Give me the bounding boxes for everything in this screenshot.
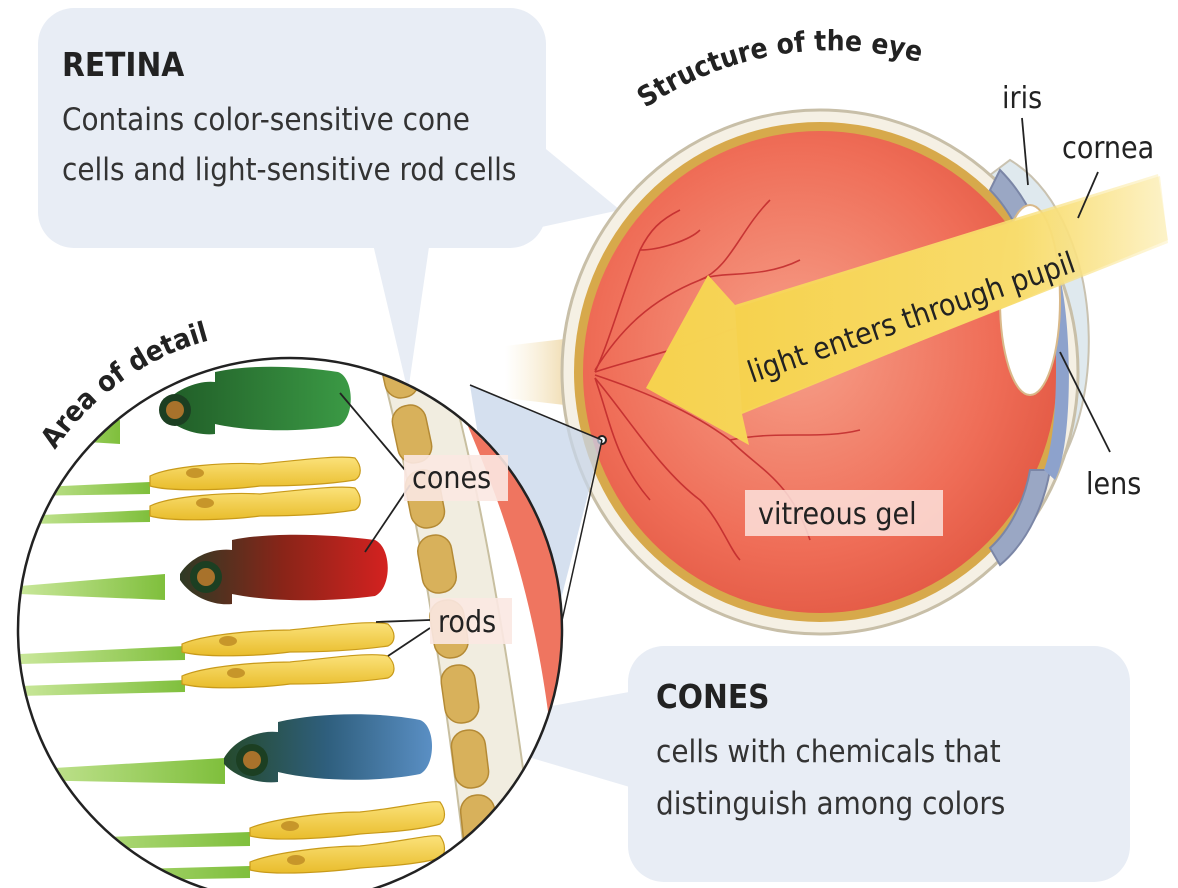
lens-label: lens: [1086, 467, 1141, 502]
cones-label: cones: [412, 461, 491, 496]
eye-title-path: Structure of the eye: [631, 24, 926, 114]
rods-label: rods: [438, 605, 496, 640]
iris-label: iris: [1002, 81, 1042, 116]
cones-title: CONES: [656, 677, 770, 716]
retina-line2: cells and light-sensitive rod cells: [62, 152, 516, 188]
eye-title: Structure of the eye: [631, 24, 926, 114]
vitreous-gel-label: vitreous gel: [758, 497, 917, 532]
cornea-label: cornea: [1062, 131, 1154, 166]
cones-line1: cells with chemicals that: [656, 734, 1001, 770]
retina-line1: Contains color-sensitive cone: [62, 102, 470, 138]
cones-line2: distinguish among colors: [656, 786, 1005, 822]
retina-title: RETINA: [62, 45, 184, 84]
